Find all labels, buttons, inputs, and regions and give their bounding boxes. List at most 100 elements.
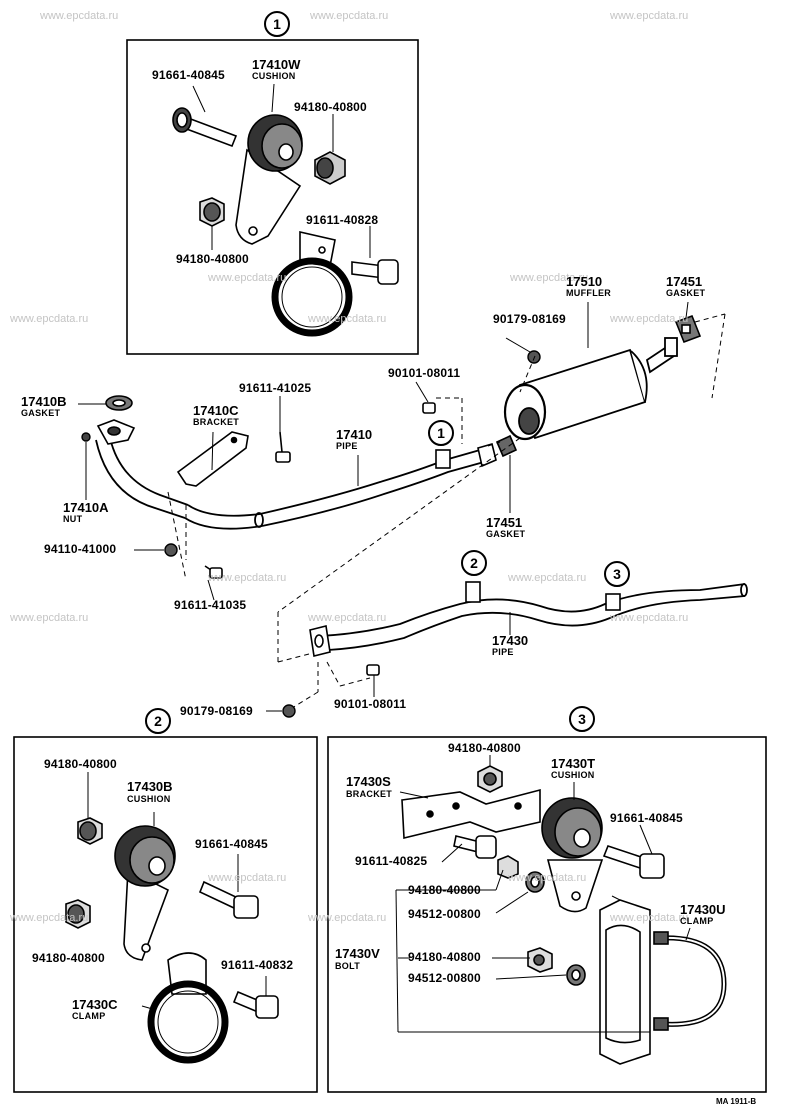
detail2-clamp — [147, 952, 229, 1064]
muffler-17510 — [503, 337, 678, 441]
watermark: www.epcdata.ru — [610, 313, 689, 325]
part-number: 90101-08011 — [334, 697, 407, 711]
pipe-17430 — [319, 583, 748, 651]
part-number: 17430U — [680, 902, 726, 917]
detail3-bracket — [401, 788, 541, 840]
part-name: CUSHION — [252, 71, 296, 81]
part-number: 91611-40828 — [306, 213, 379, 227]
watermark: www.epcdata.ru — [308, 912, 387, 924]
detail3-bolt-a — [602, 845, 665, 879]
part-number: 17451 — [486, 515, 523, 530]
detail1-bolt — [172, 107, 238, 148]
part-number: 17510 — [566, 274, 603, 289]
part-number: 17410A — [63, 500, 109, 515]
part-number: 94512-00800 — [408, 971, 481, 985]
detail1-bolt-b — [351, 259, 399, 285]
part-number: 91611-40825 — [355, 854, 428, 868]
part-number: 91661-40845 — [610, 811, 683, 825]
watermark: www.epcdata.ru — [10, 612, 89, 624]
detail1-cushion — [235, 114, 303, 245]
bolt-90101-08011 — [422, 402, 436, 414]
part-number: 94180-40800 — [32, 951, 105, 965]
watermark: www.epcdata.ru — [208, 572, 287, 584]
hanger-17410 — [435, 449, 451, 469]
callout-3-detail: 3 — [569, 706, 595, 732]
detail3-washer-b — [566, 964, 586, 986]
watermark: www.epcdata.ru — [610, 10, 689, 22]
part-name: PIPE — [492, 647, 514, 657]
pipe-17430-hanger-a — [465, 581, 481, 603]
part-name: CLAMP — [72, 1011, 106, 1021]
detail3-cushion — [541, 797, 604, 913]
detail1-clamp — [271, 230, 353, 337]
detail2-nut-b — [65, 899, 91, 929]
bolt-91611-41025 — [275, 431, 291, 463]
part-number: 91611-40832 — [221, 958, 294, 972]
part-name: BRACKET — [193, 417, 240, 427]
detail1-nut-b — [199, 197, 225, 227]
gasket-17451-front — [495, 434, 518, 458]
nut-94110-41000 — [164, 543, 178, 557]
part-number: 91661-40845 — [195, 837, 268, 851]
part-name: GASKET — [666, 288, 706, 298]
part-number: 94180-40800 — [448, 741, 521, 755]
diagram-code: MA 1911-B — [716, 1097, 757, 1106]
part-number: 94180-40800 — [176, 252, 249, 266]
part-number: 17430V — [335, 946, 380, 961]
detail3-bolt-b — [453, 835, 497, 859]
gasket-17410b — [105, 395, 133, 411]
nut-90179-08169-b — [282, 704, 296, 718]
detail3-washer-a — [525, 871, 545, 893]
detail1-leaders — [192, 83, 371, 258]
bracket-17410c — [176, 431, 249, 487]
pipe-flange-17410 — [477, 443, 497, 468]
watermark: www.epcdata.ru — [40, 10, 119, 22]
watermark: www.epcdata.ru — [510, 272, 589, 284]
part-name: GASKET — [486, 529, 526, 539]
detail2-bolt-b — [232, 990, 279, 1019]
detail3-nut-a — [497, 855, 519, 879]
watermark: www.epcdata.ru — [508, 572, 587, 584]
bolt-91611-41035 — [204, 565, 223, 579]
detail2-leaders — [87, 772, 267, 1011]
detail3-nut-top — [477, 765, 503, 793]
detail2-cushion — [114, 825, 176, 961]
part-number: 17430B — [127, 779, 173, 794]
part-name: BOLT — [335, 961, 361, 971]
detail-frame-2 — [13, 736, 318, 1093]
watermark: www.epcdata.ru — [610, 912, 689, 924]
part-number: 94110-41000 — [44, 542, 117, 556]
watermark: www.epcdata.ru — [310, 10, 389, 22]
callout-2-main: 2 — [461, 550, 487, 576]
watermark: www.epcdata.ru — [10, 313, 89, 325]
watermark: www.epcdata.ru — [10, 912, 89, 924]
part-number: 94180-40800 — [44, 757, 117, 771]
part-name: NUT — [63, 514, 83, 524]
callout-1-top: 1 — [264, 11, 290, 37]
watermark: www.epcdata.ru — [308, 313, 387, 325]
part-number: 17410W — [252, 57, 301, 72]
part-number: 17430C — [72, 997, 118, 1012]
part-number: 17430S — [346, 774, 391, 789]
callout-3-main: 3 — [604, 561, 630, 587]
callout-1-main: 1 — [428, 420, 454, 446]
nut-17410a — [81, 432, 91, 442]
watermark: www.epcdata.ru — [610, 612, 689, 624]
watermark: www.epcdata.ru — [208, 872, 287, 884]
part-name: CUSHION — [127, 794, 171, 804]
watermark: www.epcdata.ru — [208, 272, 287, 284]
detail2-bolt — [198, 880, 259, 919]
part-name: MUFFLER — [566, 288, 612, 298]
part-number: 17410B — [21, 394, 67, 409]
part-number: 17410 — [336, 427, 373, 442]
part-number: 91661-40845 — [152, 68, 225, 82]
front-flange — [96, 419, 136, 445]
pipe-17410 — [254, 449, 485, 528]
part-number: 90179-08169 — [180, 704, 253, 718]
pipe-17430-hanger-b — [605, 593, 621, 611]
detail3-leaders — [395, 755, 691, 1033]
bolt-90101-08011-b — [366, 664, 380, 676]
part-name: CLAMP — [680, 916, 714, 926]
